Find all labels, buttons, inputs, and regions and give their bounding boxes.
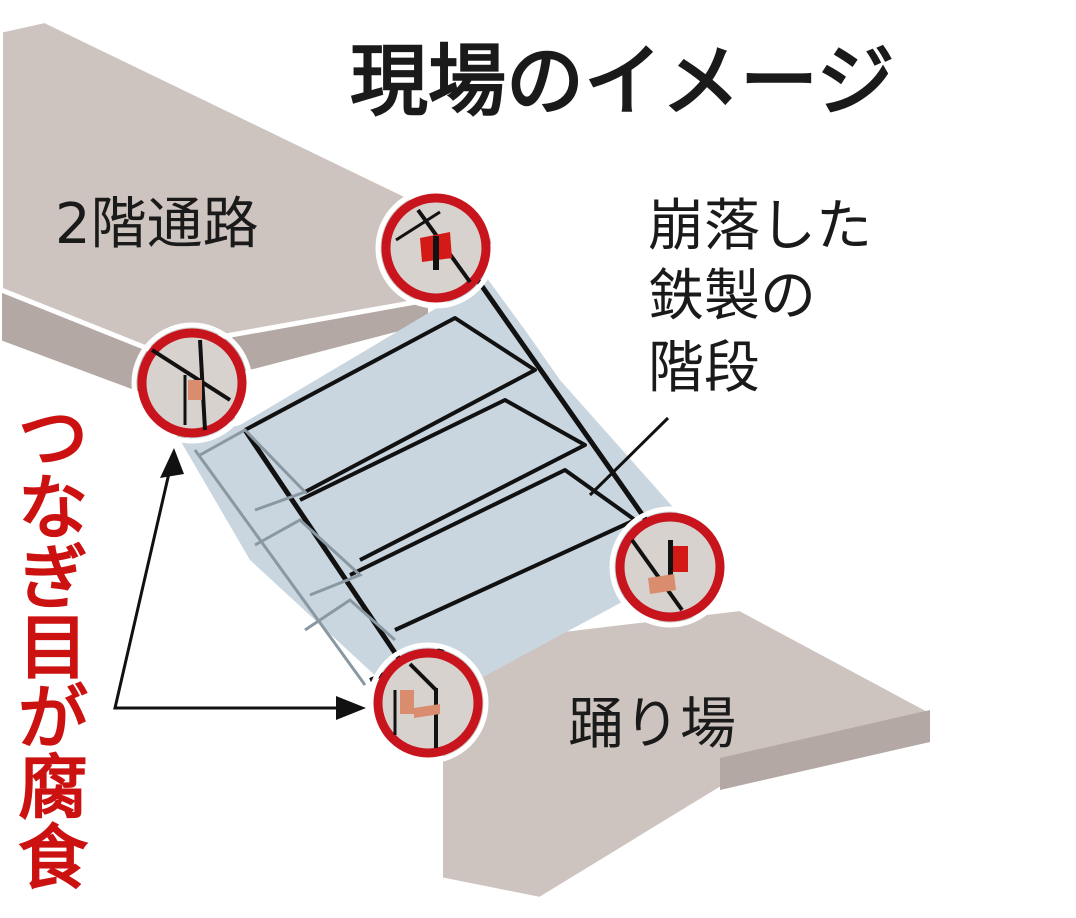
callout-char: な — [18, 467, 88, 549]
stair-tread-3 — [349, 468, 637, 632]
stairs-leader-line — [588, 416, 670, 497]
callout-arrows — [113, 448, 366, 720]
landing-side — [720, 710, 930, 790]
callout-char: 腐 — [18, 747, 88, 829]
stair-stringer-right — [462, 260, 663, 542]
landing — [437, 605, 933, 903]
arrow-lines — [113, 459, 355, 710]
landing-label: 踊り場 — [568, 692, 736, 757]
stairs-label-line1: 崩落した — [648, 194, 872, 259]
stair-tread-1 — [244, 316, 537, 494]
callout-char: 目 — [18, 607, 88, 689]
rust-patch-icon — [188, 380, 202, 400]
stairs-label-line3: 階段 — [648, 336, 760, 401]
iron-stairs — [180, 255, 700, 700]
callout-char: つ — [18, 397, 88, 479]
joint-top — [375, 187, 497, 309]
callout-char: ぎ — [18, 537, 88, 619]
joint-right — [609, 506, 731, 628]
callout-char: 食 — [18, 817, 89, 899]
stair-tread-back-2 — [254, 518, 363, 597]
stair-stringer-left — [242, 428, 423, 692]
stair-tread-back-3 — [304, 598, 396, 642]
arrow-head-up-icon — [160, 448, 184, 478]
stair-tread-back-1 — [199, 428, 308, 512]
arrow-head-right-icon — [336, 696, 366, 720]
joint-left — [131, 322, 253, 444]
corrosion-callout: つ な ぎ 目 が 腐 食 — [18, 397, 89, 899]
stairs-label-line2: 鉄製の — [648, 264, 816, 329]
page-title: 現場のイメージ — [350, 37, 894, 127]
rust-patch-icon-bottom — [400, 690, 414, 714]
stair-tread-2 — [299, 398, 587, 562]
upper-walkway-label: 2階通路 — [55, 192, 259, 257]
joint-bottom — [367, 642, 489, 764]
rust-bracket-icon-right — [672, 546, 688, 572]
stair-stringer-left-back — [193, 449, 367, 686]
callout-char: が — [18, 677, 88, 759]
joint-circle-bottom — [373, 648, 483, 758]
